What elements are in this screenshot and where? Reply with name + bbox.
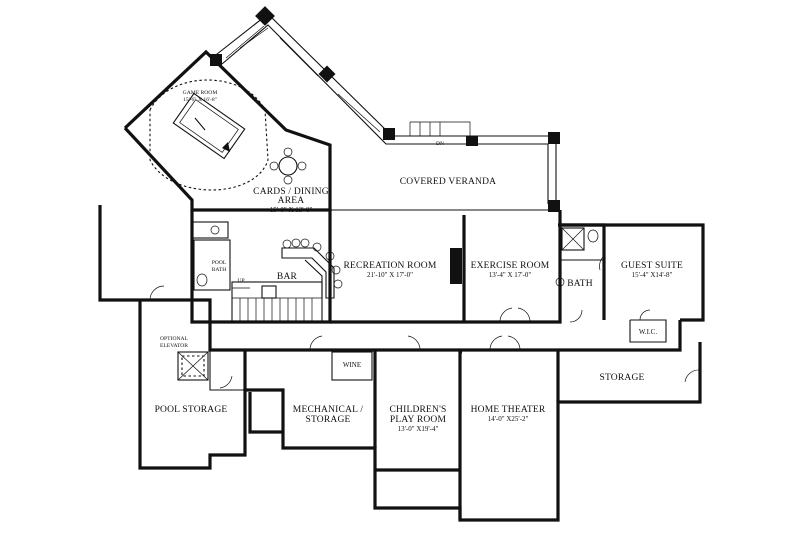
home-theater-label: HOME THEATER	[471, 405, 546, 415]
game-room-dims: 15'-6" X 16'-8"	[183, 97, 217, 103]
cards-table	[269, 147, 307, 185]
guest-suite-dims: 15'-4" X14'-8"	[632, 271, 673, 279]
veranda-windows	[225, 25, 471, 136]
room-childrens-play: CHILDREN'S PLAY ROOM 13'-0" X19'-4"	[389, 405, 446, 433]
wine-cellar	[331, 351, 373, 381]
bar-label: BAR	[277, 272, 298, 282]
room-mechanical: MECHANICAL / STORAGE	[293, 405, 364, 425]
optional-elevator: OPTIONAL ELEVATOR	[160, 336, 189, 349]
exercise-room-dims: 13'-4" X 17'-0"	[489, 271, 532, 279]
pool-table	[149, 79, 269, 191]
veranda-stair-dn-label: DN	[436, 141, 444, 147]
wine-label: WINE	[343, 361, 361, 369]
pool-bath-fixtures	[191, 221, 231, 291]
stair-up-label: UP	[237, 278, 244, 284]
recreation-room-label: RECREATION ROOM	[344, 261, 437, 271]
storage-label: STORAGE	[599, 373, 644, 383]
optional-elevator-label-1: OPTIONAL	[160, 336, 189, 342]
room-guest-suite: GUEST SUITE 15'-4" X14'-8"	[621, 261, 683, 279]
pool-storage-label: POOL STORAGE	[155, 405, 228, 415]
recreation-room-dims: 21'-10" X 17'-0"	[367, 271, 413, 279]
game-room-label: GAME ROOM	[183, 90, 218, 96]
doors	[149, 255, 701, 389]
room-game-room: GAME ROOM 15'-6" X 16'-8"	[183, 90, 218, 103]
bath-label: BATH	[567, 279, 593, 289]
column-blocks	[210, 6, 560, 284]
cards-dining-label-1: CARDS / DINING	[253, 187, 329, 197]
cards-dining-dims: 15'-0" X 13'-0"	[270, 206, 313, 214]
childrens-play-dims: 13'-0" X19'-4"	[398, 425, 439, 433]
exercise-room-label: EXERCISE ROOM	[471, 261, 550, 271]
childrens-play-label-2: PLAY ROOM	[390, 415, 447, 425]
room-recreation: RECREATION ROOM 21'-10" X 17'-0"	[344, 261, 437, 279]
pool-bath-label-1: POOL	[212, 260, 227, 266]
bath-fixtures	[555, 227, 599, 287]
optional-elevator-label-2: ELEVATOR	[160, 343, 188, 349]
room-exercise: EXERCISE ROOM 13'-4" X 17'-0"	[471, 261, 550, 279]
cards-dining-label-2: AREA	[278, 196, 305, 206]
mechanical-label-2: STORAGE	[305, 415, 350, 425]
pool-bath-label-2: BATH	[212, 267, 227, 273]
childrens-play-label-1: CHILDREN'S	[389, 405, 446, 415]
covered-veranda-label: COVERED VERANDA	[400, 177, 497, 187]
guest-suite-label: GUEST SUITE	[621, 261, 683, 271]
room-cards-dining: CARDS / DINING AREA 15'-0" X 13'-0"	[253, 187, 329, 214]
elevator	[177, 351, 209, 381]
room-home-theater: HOME THEATER 14'-0" X25'-2"	[471, 405, 546, 423]
stair	[231, 281, 323, 323]
mechanical-label-1: MECHANICAL /	[293, 405, 364, 415]
room-pool-bath: POOL BATH	[212, 260, 227, 273]
exterior-walls	[98, 13, 705, 522]
wic-label: W.I.C.	[639, 328, 657, 336]
home-theater-dims: 14'-0" X25'-2"	[488, 415, 529, 423]
